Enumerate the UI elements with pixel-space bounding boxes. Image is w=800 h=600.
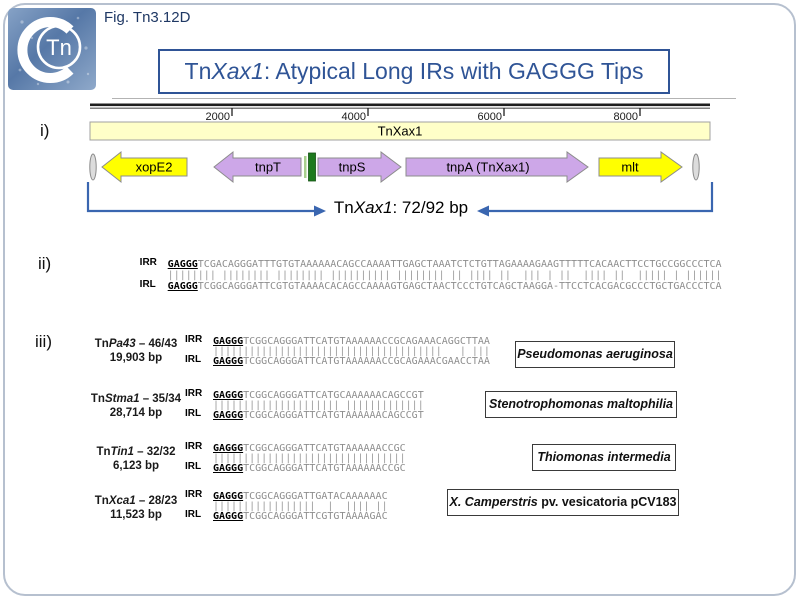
res-site-light-green [304, 156, 307, 178]
species-box: Thiomonas intermedia [532, 444, 676, 471]
irl-sequence: GAGGGTCGGCAGGGATTCGTGTAAAACACAGCCAAAAGTG… [167, 281, 722, 292]
res-site-dark-green [308, 152, 316, 182]
irl-row: IRL GAGGGTCGGCAGGGATTCGTGTAAAACACAGCCAAAA… [113, 268, 722, 292]
span-arrow-left-icon [477, 205, 489, 217]
irr-sequence: GAGGGTCGGCAGGGATTCATGTAAAAAACCGCAGAAACAG… [213, 336, 490, 347]
match-line: |||||||||||||||||||||||||||||||| [213, 453, 406, 464]
irr-sequence: GAGGGTCGGCAGGGATTGATACAAAAAAC [213, 491, 388, 502]
entry-name: TnStma1 – 35/34 28,714 bp [75, 392, 197, 420]
ruler-line [90, 103, 710, 107]
irl-label: IRL [139, 279, 156, 290]
irl-sequence: GAGGGTCGGCAGGGATTCATGTAAAAAACCGC [213, 463, 406, 474]
match-line: |||||||| |||||||| |||||||| |||||||||| ||… [167, 270, 722, 281]
entry-name: TnPa43 – 46/43 19,903 bp [75, 337, 197, 365]
gene-label-xopE2: xopE2 [136, 160, 173, 175]
gene-arrow-tnpA [405, 151, 589, 183]
irr-sequence: GAGGGTCGGCAGGGATTCATGCAAAAAACAGCCGT [213, 390, 424, 401]
tick-8000: 8000 [614, 111, 638, 123]
slide-title: TnXax1: Atypical Long IRs with GAGGG Tip… [158, 49, 670, 94]
gene-label-tnpS: tnpS [339, 160, 366, 175]
figure-label: Fig. Tn3.12D [104, 9, 191, 26]
tn-logo-icon: Tn [8, 8, 96, 90]
ruler-labels: 2000 4000 6000 8000 [206, 111, 638, 123]
irr-label: IRR [139, 257, 157, 268]
irr-sequence: GAGGGTCGACAGGGATTTGTGTAAAAAACAGCCAAAATTG… [167, 259, 722, 270]
span-size-label: TnXax1: 72/92 bp [333, 198, 469, 217]
logo-tn-text: Tn [46, 35, 72, 60]
species-box: X. Camperstris pv. vesicatoria pCV183 [447, 489, 679, 516]
match-line: ||||||||||||||||||||| ||||||||||||| [213, 400, 424, 411]
match-line: |||||||||||||||||||||||||||||||||||||| |… [213, 346, 490, 357]
gene-arrow-xopE2 [101, 150, 188, 184]
gene-label-tnpT: tnpT [255, 160, 281, 175]
irl-sequence: GAGGGTCGGCAGGGATTCATGTAAAAAACAGCCGT [213, 410, 424, 421]
species-box: Stenotrophomonas maltophilia [485, 391, 677, 418]
irr-row: IRR GAGGGTCGACAGGGATTTGTGTAAAAAACAGCCAAAA… [113, 246, 722, 270]
entry-bp: 6,123 bp [112, 460, 160, 472]
gene-arrow-mlt [598, 151, 683, 183]
ir-right-ellipse [692, 153, 700, 181]
ir-left-ellipse [89, 153, 97, 181]
tick-2000: 2000 [206, 111, 230, 123]
match-row: |||||||| |||||||| |||||||| |||||||||| ||… [113, 257, 722, 281]
irl-sequence: GAGGGTCGGCAGGGATTCGTGTAAAAGAC [213, 511, 388, 522]
gene-arrow-tnpT [213, 150, 302, 184]
section-label-i: i) [40, 121, 50, 140]
alignment-tnxax1: IRR GAGGGTCGACAGGGATTTGTGTAAAAAACAGCCAAAA… [113, 246, 722, 292]
gene-label-tnpA: tnpA (TnXax1) [446, 160, 529, 175]
gene-arrow-tnpS [317, 151, 402, 183]
section-label-ii: ii) [38, 254, 52, 273]
entry-bp: 11,523 bp [110, 509, 162, 521]
tick-6000: 6000 [478, 111, 502, 123]
span-arrow-right-icon [314, 205, 326, 217]
section-label-iii: iii) [35, 332, 52, 351]
irl-sequence: GAGGGTCGGCAGGGATTCATGTAAAAAACCGCAGAAACGA… [213, 356, 490, 367]
tick-4000: 4000 [342, 111, 366, 123]
irr-sequence: GAGGGTCGGCAGGGATTCATGTAAAAAACCGC [213, 443, 406, 454]
match-line: ||||||||||||||||| | |||| || [213, 501, 388, 512]
entry-bp: 19,903 bp [109, 352, 163, 364]
species-box: Pseudomonas aeruginosa [515, 341, 675, 368]
ruler-line-thin [90, 107, 710, 109]
entry-bp: 28,714 bp [109, 407, 163, 419]
tnxax1-bar [89, 121, 711, 141]
entry-name: TnTin1 – 32/32 6,123 bp [75, 445, 197, 473]
entry-name: TnXca1 – 28/23 11,523 bp [75, 494, 197, 522]
ruler-ticks [231, 108, 641, 116]
tnxax1-bar-label: TnXax1 [378, 124, 423, 139]
gene-label-mlt: mlt [621, 160, 639, 175]
